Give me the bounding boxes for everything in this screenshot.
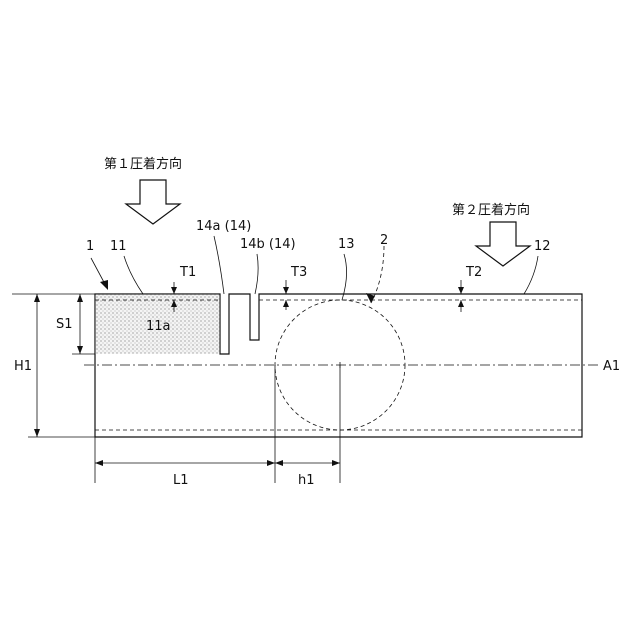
leader-14a bbox=[214, 236, 224, 294]
dim-h1-label: H1 bbox=[14, 359, 32, 374]
dim-s1-label: S1 bbox=[56, 317, 73, 332]
ref-1-label: 1 bbox=[86, 239, 94, 254]
leader-13 bbox=[342, 254, 347, 300]
first-direction-arrow-icon bbox=[126, 180, 180, 224]
dim-h1b-arrow-left-icon bbox=[275, 460, 283, 466]
dim-h1b-label: h1 bbox=[298, 473, 315, 488]
second-direction-label: 第２圧着方向 bbox=[452, 202, 530, 218]
leader-1-arrow-icon bbox=[100, 280, 108, 290]
ref-13-label: 13 bbox=[338, 237, 355, 252]
dim-t2-arrow-top-icon bbox=[458, 287, 464, 294]
second-direction-arrow-icon bbox=[476, 222, 530, 266]
dim-t2-label: T2 bbox=[465, 265, 482, 280]
dim-t2-arrow-bottom-icon bbox=[458, 300, 464, 307]
dim-h1b-arrow-right-icon bbox=[332, 460, 340, 466]
dim-s1-arrow-top-icon bbox=[77, 294, 83, 302]
ref-2-label: 2 bbox=[380, 233, 388, 248]
dim-l1-arrow-left-icon bbox=[95, 460, 103, 466]
dim-l1-arrow-right-icon bbox=[267, 460, 275, 466]
dim-h1-arrow-top-icon bbox=[34, 294, 40, 302]
leader-11 bbox=[124, 256, 143, 294]
ref-11a-label: 11a bbox=[146, 319, 171, 334]
first-direction-label: 第１圧着方向 bbox=[104, 156, 182, 172]
leader-12 bbox=[524, 256, 538, 294]
ref-11-label: 11 bbox=[110, 239, 127, 254]
dim-t3-arrow-top-icon bbox=[283, 287, 289, 294]
dim-l1-label: L1 bbox=[173, 473, 189, 488]
dim-t1-arrow-top-icon bbox=[171, 287, 177, 294]
dim-s1-arrow-bottom-icon bbox=[77, 346, 83, 354]
dim-h1-arrow-bottom-icon bbox=[34, 429, 40, 437]
ref-14a-label: 14a (14) bbox=[196, 219, 251, 234]
leader-14b bbox=[255, 254, 258, 294]
ref-12-label: 12 bbox=[534, 239, 551, 254]
axis-a1-label: A1 bbox=[603, 359, 620, 374]
dim-t3-arrow-bottom-icon bbox=[283, 300, 289, 307]
dim-t1-label: T1 bbox=[179, 265, 196, 280]
dim-t3-label: T3 bbox=[290, 265, 307, 280]
ref-14b-label: 14b (14) bbox=[240, 237, 296, 252]
